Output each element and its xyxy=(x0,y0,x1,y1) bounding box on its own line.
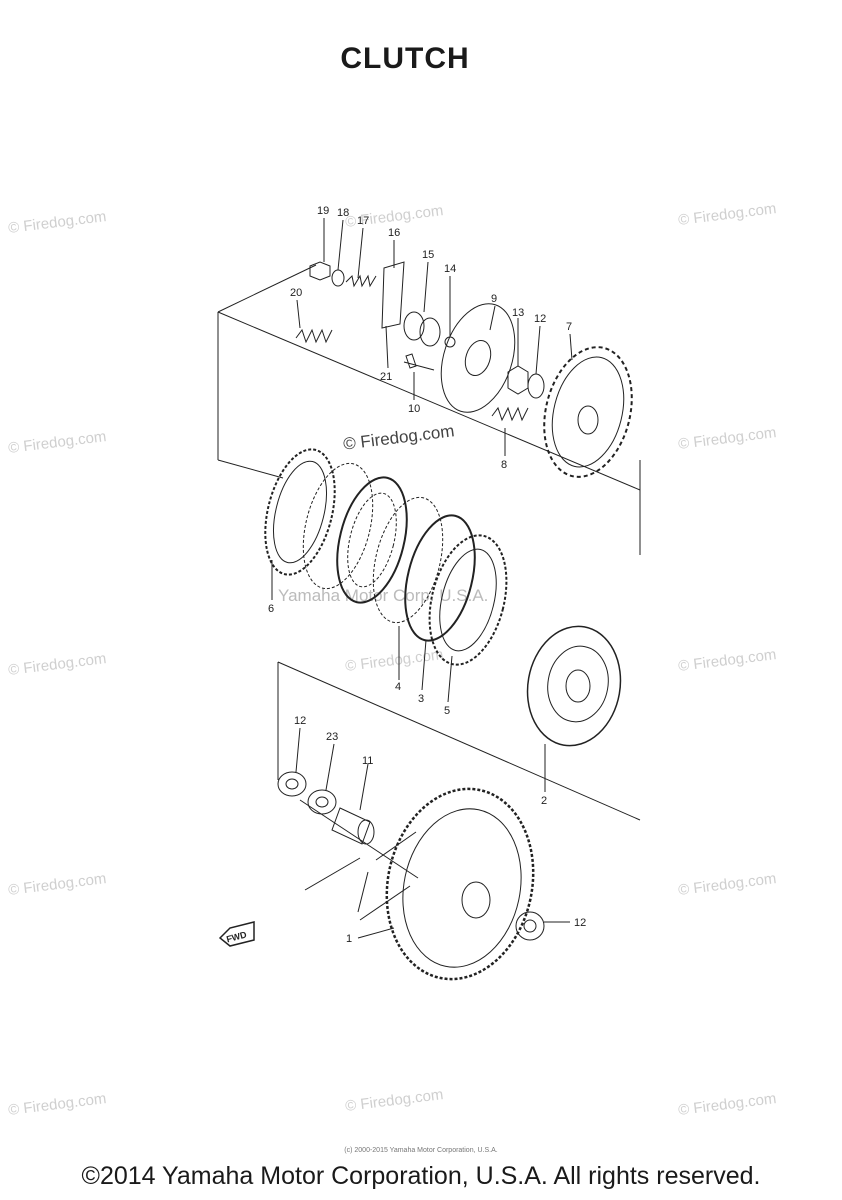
nut-part xyxy=(507,365,529,395)
clutch-boss-part xyxy=(547,645,609,723)
clutch-housing-part xyxy=(461,881,491,919)
spacer-part xyxy=(331,807,371,845)
clutch-boss-part xyxy=(526,625,622,747)
gear-part xyxy=(543,346,633,478)
clutch-housing-part xyxy=(402,808,522,968)
nut-part xyxy=(309,261,331,281)
thrust-washer-part xyxy=(277,771,307,797)
push-rod-part xyxy=(419,317,441,347)
callout-label: 2 xyxy=(541,795,547,807)
bolt-part xyxy=(403,353,435,371)
clutch-plate-part xyxy=(404,514,476,642)
spring-part xyxy=(491,406,529,422)
forward-arrow-icon xyxy=(218,921,255,947)
frame-line xyxy=(304,857,361,891)
callout-label: 13 xyxy=(512,307,524,319)
thrust-washer-part xyxy=(315,796,329,808)
diagram-title: CLUTCH xyxy=(340,42,470,75)
pressure-plate-part xyxy=(464,339,492,377)
watermark-center: Yamaha Motor Corp. U.S.A. xyxy=(278,586,489,605)
spacer-part xyxy=(357,819,375,845)
pressure-plate-part xyxy=(440,303,516,413)
friction-plate-part xyxy=(428,534,508,666)
callout-label: 19 xyxy=(317,205,329,217)
callout-label: 18 xyxy=(337,207,349,219)
clutch-housing-part xyxy=(385,787,535,981)
gear-part xyxy=(577,405,599,435)
friction-plate-part xyxy=(264,448,336,576)
callout-label: 4 xyxy=(395,681,401,693)
thrust-washer-part xyxy=(523,919,537,933)
frame-line xyxy=(217,264,317,313)
callout-label: 10 xyxy=(408,403,420,415)
callout-label: 16 xyxy=(388,227,400,239)
friction-plate-part xyxy=(273,460,327,564)
gear-part xyxy=(551,356,625,468)
callout-label: 23 xyxy=(326,731,338,743)
callout-label: 6 xyxy=(268,603,274,615)
spring-part xyxy=(345,274,377,288)
callout-label: 15 xyxy=(422,249,434,261)
copyright-footer: ©2014 Yamaha Motor Corporation, U.S.A. A… xyxy=(81,1162,761,1190)
push-rod-part xyxy=(403,311,425,341)
callout-label: 21 xyxy=(380,371,392,383)
clutch-boss-part xyxy=(565,669,591,703)
callout-label: 8 xyxy=(501,459,507,471)
copyright-caption: (c) 2000-2015 Yamaha Motor Corporation, … xyxy=(344,1147,498,1154)
frame-line xyxy=(217,311,641,491)
washer-part xyxy=(527,373,545,399)
callout-label: 20 xyxy=(290,287,302,299)
callout-label: 14 xyxy=(444,263,456,275)
callout-label: 5 xyxy=(444,705,450,717)
callout-label: 12 xyxy=(534,313,546,325)
callout-label: 7 xyxy=(566,321,572,333)
thrust-washer-part xyxy=(515,911,545,941)
callout-label: 9 xyxy=(491,293,497,305)
frame-line xyxy=(277,661,641,821)
callout-label: 11 xyxy=(362,755,373,767)
thrust-washer-part xyxy=(285,778,299,790)
clutch-plate-part xyxy=(302,462,374,590)
friction-plate-part xyxy=(372,496,444,624)
thrust-washer-part xyxy=(307,789,337,815)
lever-part xyxy=(381,261,405,329)
clutch-housing-part xyxy=(357,831,417,921)
callout-label: 12 xyxy=(294,715,306,727)
clutch-plate-part xyxy=(336,476,408,604)
frame-line xyxy=(217,459,284,479)
callout-label: 12 xyxy=(574,917,586,929)
callout-label: 17 xyxy=(357,215,369,227)
friction-plate-part xyxy=(439,548,497,652)
callout-label: 1 xyxy=(346,933,352,945)
callout-label: 3 xyxy=(418,693,424,705)
washer-part xyxy=(331,269,345,287)
clutch-plate-part xyxy=(347,492,397,588)
spring-part xyxy=(295,328,333,344)
